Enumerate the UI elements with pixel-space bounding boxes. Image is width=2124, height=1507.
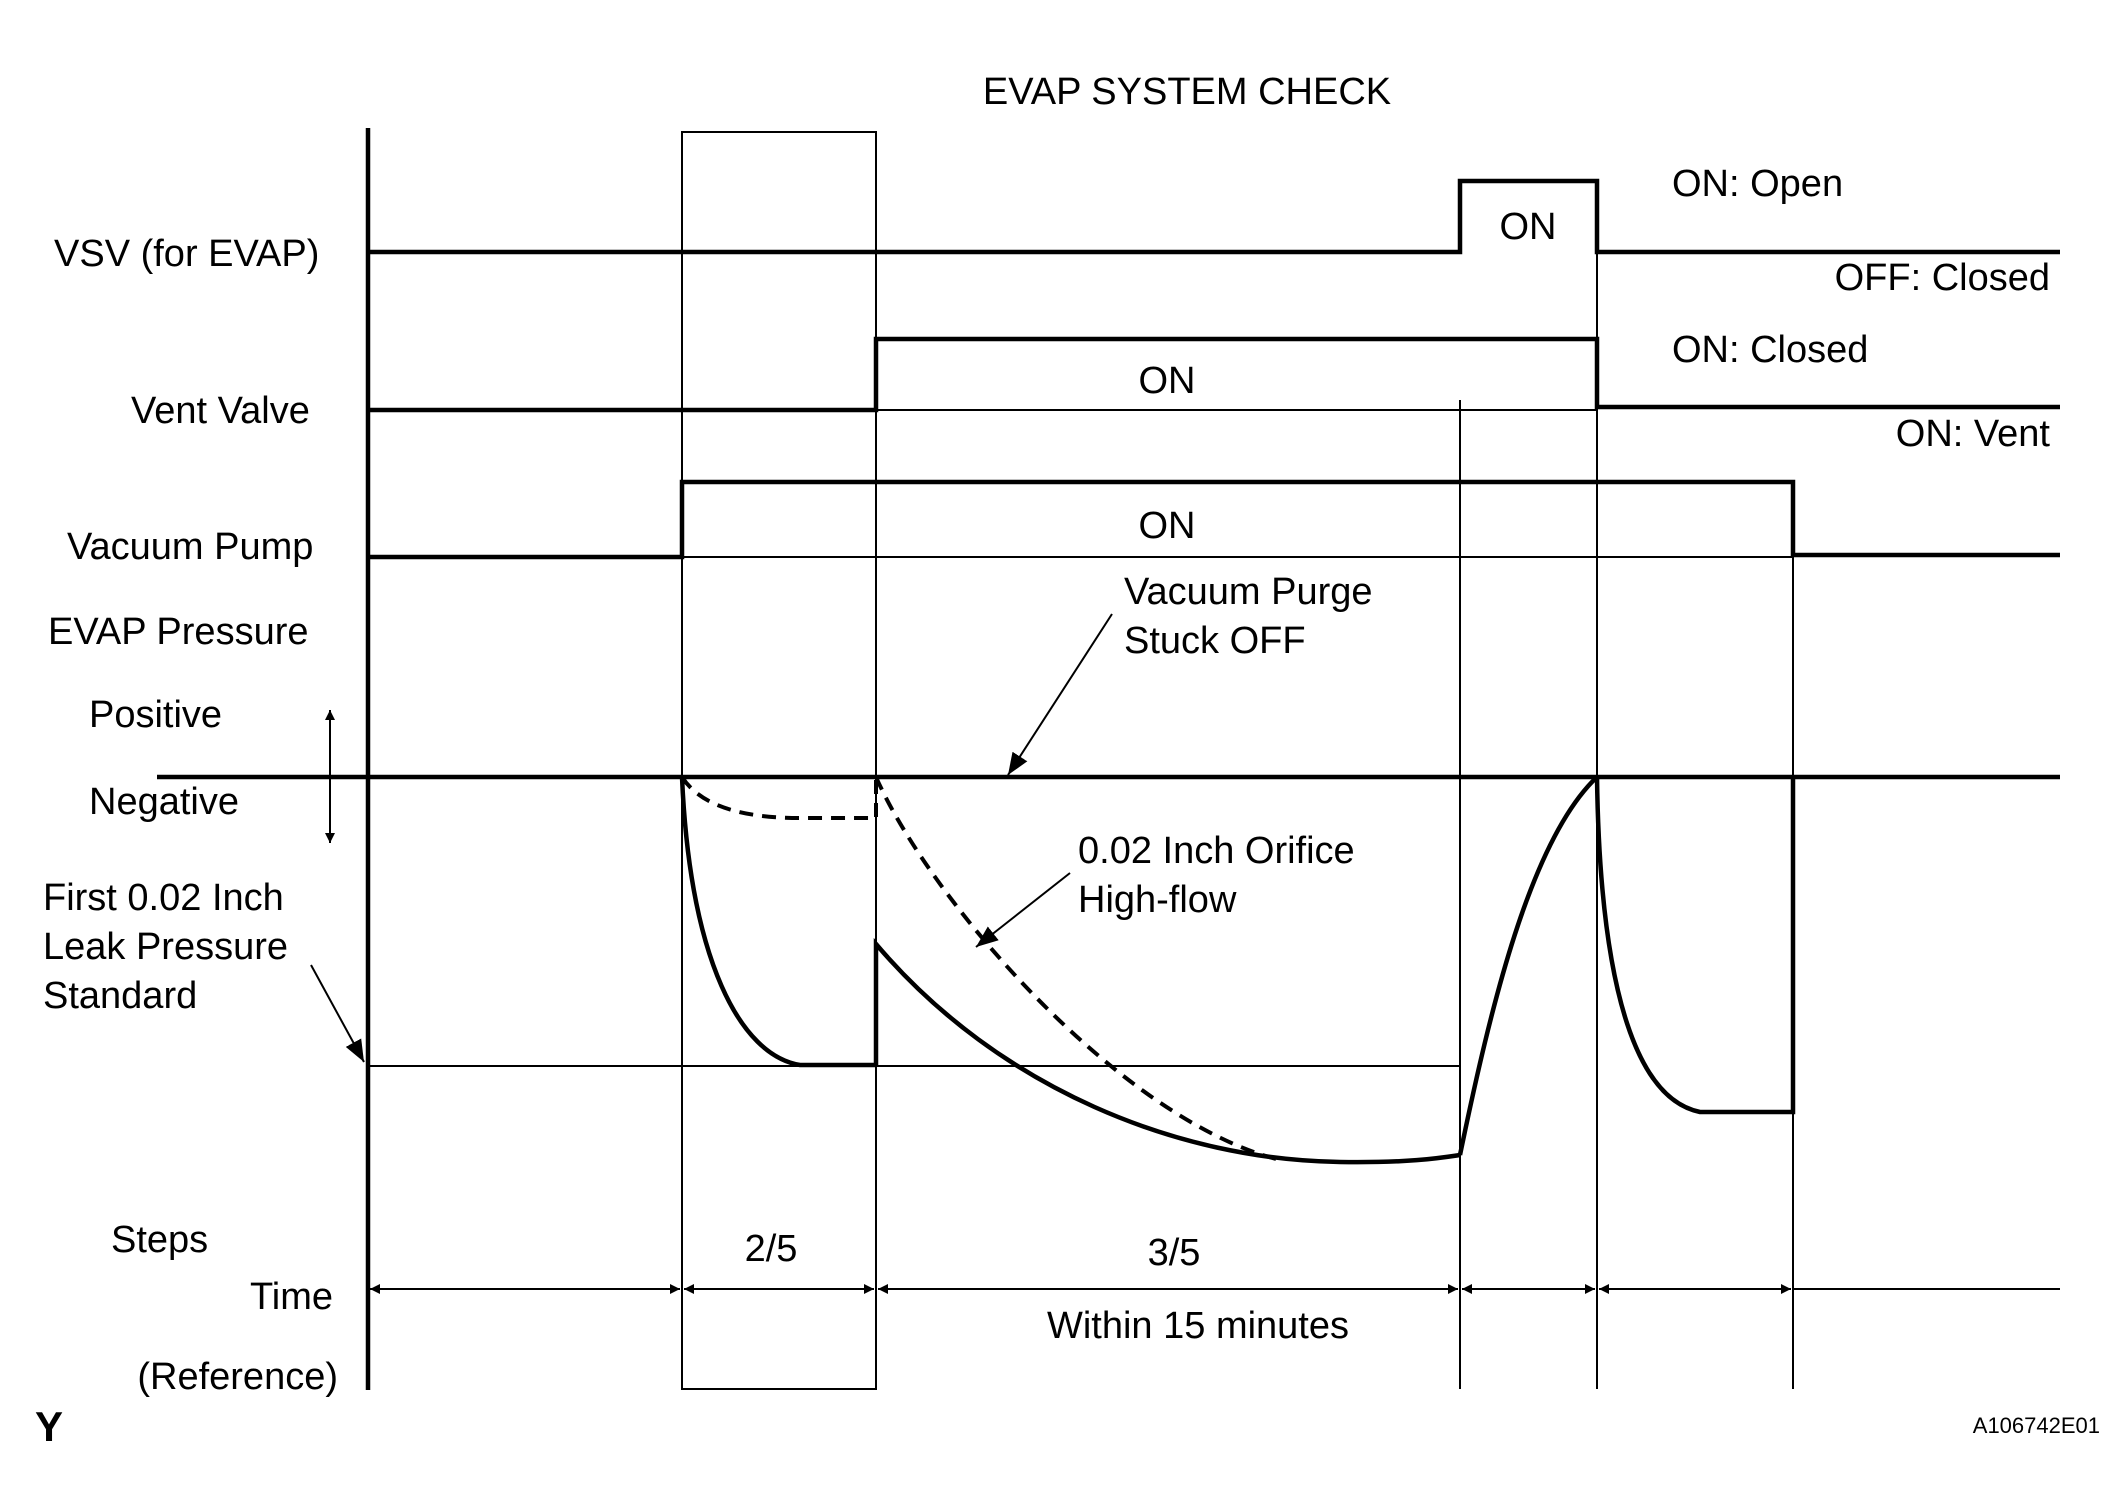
pressure-curve-step3 — [873, 937, 1461, 1165]
corner-mark: Y — [35, 1403, 63, 1450]
figure-code: A106742E01 — [1973, 1413, 2100, 1438]
label-positive: Positive — [89, 694, 222, 736]
label-time: Time — [250, 1276, 333, 1318]
label-purge-stuck-1: Vacuum Purge — [1124, 571, 1373, 613]
label-vsv-on-open: ON: Open — [1672, 163, 1843, 205]
vsv-waveform — [368, 178, 2060, 255]
label-leak-line3: Standard — [43, 975, 197, 1017]
label-vacuum-pump: Vacuum Pump — [67, 526, 313, 568]
pressure-curve-step2 — [679, 776, 876, 1068]
label-reference: (Reference) — [137, 1356, 338, 1398]
label-evap-pressure: EVAP Pressure — [48, 611, 309, 653]
diagram-title: EVAP SYSTEM CHECK — [983, 71, 1391, 113]
high-flow-dashed-step2 — [680, 775, 878, 820]
label-vsv-off-closed: OFF: Closed — [1835, 257, 2050, 299]
step-2-window — [681, 131, 877, 1390]
leak-standard-arrow — [310, 964, 365, 1063]
pressure-curve-final — [1594, 776, 1796, 1115]
label-negative: Negative — [89, 781, 239, 823]
pressure-curve-vsv-open — [1457, 775, 1599, 1156]
label-purge-stuck-2: Stuck OFF — [1124, 620, 1306, 662]
label-pump-on: ON — [1139, 505, 1196, 547]
label-vent-on-closed: ON: Closed — [1672, 329, 1868, 371]
label-vsv: VSV (for EVAP) — [54, 233, 319, 275]
label-steps: Steps — [111, 1219, 208, 1261]
vent-valve-waveform — [368, 336, 2060, 413]
label-leak-line2: Leak Pressure — [43, 926, 288, 968]
label-step-2: 2/5 — [745, 1228, 798, 1270]
label-orifice-2: High-flow — [1078, 879, 1237, 921]
label-vent-on-vent: ON: Vent — [1896, 413, 2051, 455]
label-vent-valve: Vent Valve — [131, 390, 310, 432]
vacuum-pump-waveform — [368, 479, 2060, 560]
label-within-15: Within 15 minutes — [1047, 1305, 1349, 1347]
purge-stuck-arrow — [1007, 613, 1113, 776]
orifice-arrow — [975, 872, 1071, 948]
label-vsv-on: ON — [1500, 206, 1557, 248]
label-orifice-1: 0.02 Inch Orifice — [1078, 830, 1355, 872]
high-flow-dashed-step3 — [874, 776, 1281, 1162]
label-leak-line1: First 0.02 Inch — [43, 877, 284, 919]
label-step-3: 3/5 — [1148, 1232, 1201, 1274]
label-vent-on: ON — [1139, 360, 1196, 402]
